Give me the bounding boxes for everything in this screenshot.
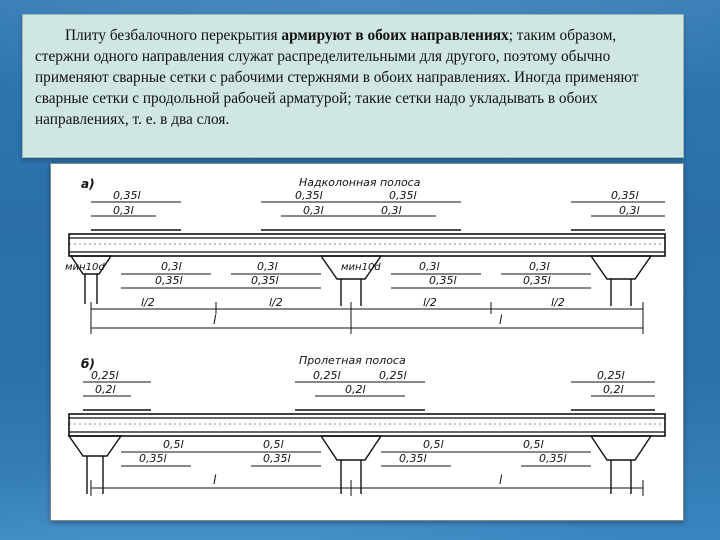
figure-card: а) Надколонная полоса xyxy=(50,163,684,521)
label-b-top-7: 0,2l xyxy=(603,383,624,396)
label-b-top-3: 0,25l xyxy=(313,369,341,382)
label-a-top-4: 0,3l xyxy=(303,204,324,217)
figure-b-letter: б) xyxy=(81,357,95,371)
label-b-bot-5: 0,5l xyxy=(423,438,444,451)
column-a-2 xyxy=(319,255,383,306)
label-b-top-6: 0,25l xyxy=(597,369,625,382)
label-b-bot-2: 0,35l xyxy=(139,452,167,465)
figure-a-title: Надколонная полоса xyxy=(299,176,421,189)
figure-a: а) Надколонная полоса xyxy=(65,176,666,334)
text-part-1: Плиту безбалочного перекрытия xyxy=(65,27,282,44)
label-b-span-1: l xyxy=(213,473,217,487)
label-a-top-2: 0,3l xyxy=(113,204,134,217)
reinforcement-diagram: а) Надколонная полоса xyxy=(65,176,666,496)
label-a-span-1: l xyxy=(213,313,217,327)
label-a-half-2: l/2 xyxy=(269,296,283,309)
label-a-col-1: мин10d xyxy=(65,262,105,273)
label-b-top-2: 0,2l xyxy=(95,383,116,396)
label-a-bot-6: 0,35l xyxy=(429,274,457,287)
column-b-3 xyxy=(589,435,653,494)
text-bold: армируют в обоих направлениях xyxy=(281,27,509,44)
label-a-half-1: l/2 xyxy=(141,296,155,309)
slab-a xyxy=(68,233,666,257)
label-a-top-1: 0,35l xyxy=(113,189,141,202)
label-a-half-3: l/2 xyxy=(423,296,437,309)
label-a-col-2: мин10d xyxy=(341,262,381,273)
label-b-top-1: 0,25l xyxy=(91,369,119,382)
label-a-bot-7: 0,3l xyxy=(529,260,550,273)
label-a-half-4: l/2 xyxy=(551,296,565,309)
label-b-top-4: 0,25l xyxy=(379,369,407,382)
label-b-bot-3: 0,5l xyxy=(263,438,284,451)
label-a-top-8: 0,3l xyxy=(619,204,640,217)
column-b-1 xyxy=(67,435,123,494)
label-a-bot-5: 0,3l xyxy=(419,260,440,273)
label-b-bot-8: 0,35l xyxy=(539,452,567,465)
figure-b-title: Пролетная полоса xyxy=(299,354,406,367)
slab-b xyxy=(68,413,666,437)
label-a-bot-1: 0,3l xyxy=(161,260,182,273)
column-a-1 xyxy=(69,255,113,304)
figure-a-letter: а) xyxy=(81,177,95,191)
text-card: Плиту безбалочного перекрытия армируют в… xyxy=(22,14,684,158)
label-a-span-2: l xyxy=(499,313,503,327)
label-a-top-6: 0,3l xyxy=(381,204,402,217)
label-b-top-5: 0,2l xyxy=(345,383,366,396)
figure-b: б) Пролетная полоса xyxy=(67,354,666,496)
label-b-bot-6: 0,35l xyxy=(399,452,427,465)
label-b-bot-7: 0,5l xyxy=(523,438,544,451)
label-a-top-5: 0,35l xyxy=(389,189,417,202)
paragraph: Плиту безбалочного перекрытия армируют в… xyxy=(35,25,671,130)
label-a-bot-4: 0,35l xyxy=(251,274,279,287)
label-a-bot-8: 0,35l xyxy=(523,274,551,287)
label-b-bot-1: 0,5l xyxy=(163,438,184,451)
label-a-bot-2: 0,35l xyxy=(155,274,183,287)
text-part-2: ; таким образом, стержни одного направле… xyxy=(35,27,639,128)
label-b-span-2: l xyxy=(499,473,503,487)
label-b-bot-4: 0,35l xyxy=(263,452,291,465)
label-a-top-3: 0,35l xyxy=(295,189,323,202)
label-a-top-7: 0,35l xyxy=(611,189,639,202)
column-a-3 xyxy=(589,255,653,306)
label-a-bot-3: 0,3l xyxy=(257,260,278,273)
